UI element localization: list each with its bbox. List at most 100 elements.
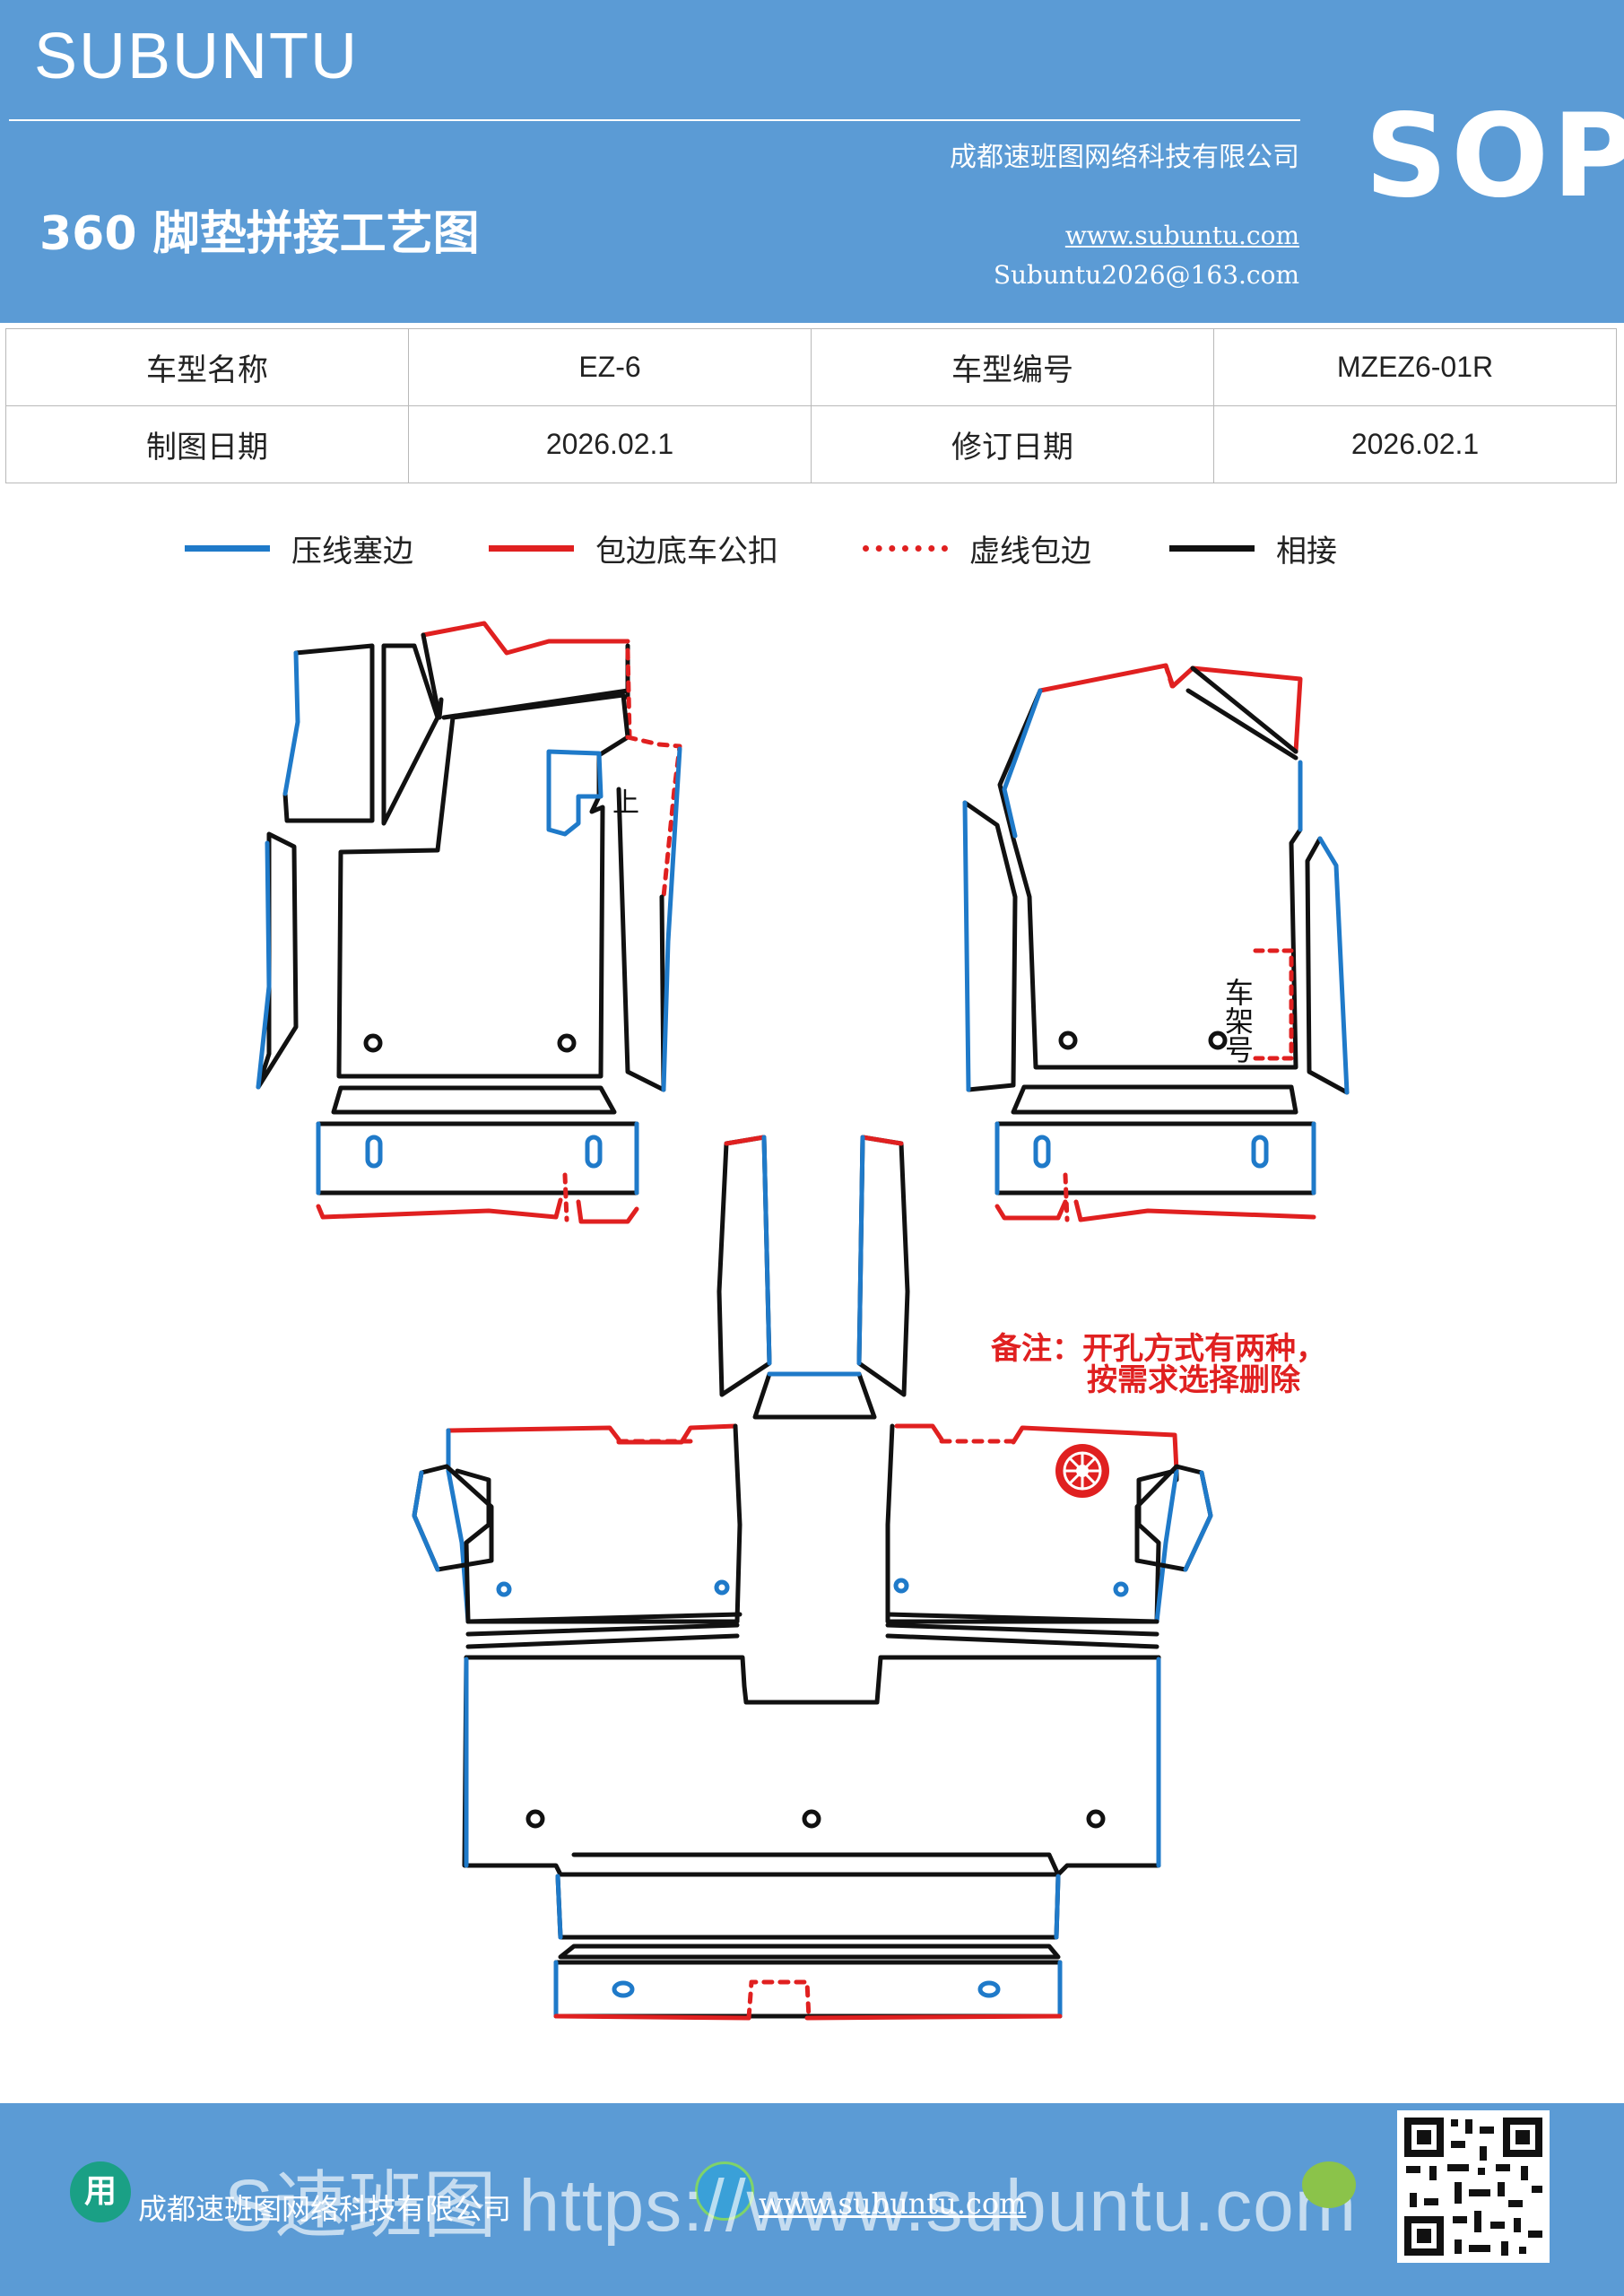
- mat-seam: [558, 1944, 1061, 1960]
- globe-icon: [695, 2161, 754, 2221]
- vehicle-info-table: 车型名称 EZ-6 车型编号 MZEZ6-01R 制图日期 2026.02.1 …: [5, 328, 1617, 483]
- legend-swatch-blue: [185, 544, 270, 552]
- legend-item-joint: 相接: [1169, 526, 1337, 570]
- mat-red-edge: [994, 1199, 1316, 1222]
- table-row: 车型名称 EZ-6 车型编号 MZEZ6-01R: [5, 328, 1617, 406]
- mat-blue-edge: [962, 800, 971, 1092]
- mat-red-edge: [446, 1423, 738, 1445]
- mat-seam: [752, 1371, 877, 1420]
- mat-blue-edge: [661, 746, 682, 1092]
- mat-hole: [1058, 1031, 1078, 1050]
- mat-hole: [893, 1578, 909, 1594]
- mat-seam: [885, 1423, 1177, 1624]
- header-divider: [9, 119, 1300, 121]
- mat-red-edge: [553, 2013, 1063, 2021]
- mat-blue-edge: [856, 1135, 865, 1366]
- mat-seam: [555, 1874, 1061, 1940]
- mat-seam: [282, 643, 375, 823]
- mat-blue-edge: [1002, 688, 1303, 839]
- wechat-icon: [1302, 2161, 1356, 2208]
- mat-seam: [256, 831, 299, 1090]
- mark-up: 上: [612, 787, 639, 819]
- draw-date-value: 2026.02.1: [408, 405, 812, 483]
- mat-red-edge: [724, 1135, 767, 1146]
- email-address: Subuntu2026@163.com: [993, 260, 1299, 290]
- mat-seam: [1305, 836, 1350, 1095]
- mat-slot: [1251, 1135, 1269, 1169]
- mat-blue-edge: [282, 650, 300, 796]
- footer-banner: [0, 2103, 1624, 2296]
- mat-seam: [455, 1423, 743, 1624]
- mat-seam: [962, 800, 1018, 1092]
- mat-seam: [464, 1655, 1161, 1705]
- model-code-label: 车型编号: [811, 328, 1214, 406]
- revise-date-value: 2026.02.1: [1213, 405, 1617, 483]
- mat-hole: [1113, 1581, 1129, 1597]
- revise-date-label: 修订日期: [811, 405, 1214, 483]
- rear-mat: [412, 1423, 1213, 2021]
- mat-blue-edge: [446, 1428, 471, 1624]
- qr-code[interactable]: [1397, 2110, 1550, 2263]
- legend-label: 虚线包边: [969, 533, 1091, 570]
- legend-item-press-line: 压线塞边: [185, 526, 413, 570]
- sop-badge: SOP: [1365, 90, 1624, 223]
- mat-seam: [465, 1612, 743, 1649]
- model-code-value: MZEZ6-01R: [1213, 328, 1617, 406]
- mat-slot: [365, 1135, 383, 1169]
- mat-hole: [525, 1809, 545, 1829]
- legend-swatch-black: [1169, 544, 1255, 552]
- company-icon: 用: [70, 2161, 131, 2222]
- mat-slot: [585, 1135, 603, 1169]
- mat-hole: [1208, 1031, 1228, 1050]
- mat-red-edge: [860, 1135, 904, 1146]
- mat-blue-edge: [256, 840, 272, 1090]
- center-tunnel-mat: [716, 1135, 910, 1420]
- mat-red-dashed-edge: [625, 648, 632, 738]
- mat-seam: [462, 1655, 1161, 1877]
- mat-red-edge: [421, 621, 630, 656]
- note-line-1: 备注：开孔方式有两种，: [991, 1331, 1326, 1367]
- mat-red-dashed-edge: [1163, 663, 1176, 691]
- front-right-mat: 车架号: [962, 663, 1350, 1222]
- fan-vent-icon: [1055, 1444, 1109, 1498]
- mat-seam: [571, 1852, 1061, 1877]
- mat-red-edge: [1038, 663, 1303, 754]
- mat-red-dashed-edge: [625, 735, 682, 900]
- footer-website-link[interactable]: www.subuntu.com: [759, 2187, 1027, 2221]
- mat-slot: [977, 1980, 1001, 1998]
- mat-seam: [856, 1135, 910, 1397]
- note-line-2: 按需求选择删除: [1087, 1362, 1301, 1398]
- front-left-mat: 上: [256, 621, 682, 1224]
- website-link[interactable]: www.subuntu.com: [1064, 221, 1299, 250]
- mat-seam: [1011, 1084, 1298, 1115]
- mat-hole: [1086, 1809, 1106, 1829]
- mat-slot: [1033, 1135, 1051, 1169]
- mat-blue-edge: [553, 1960, 1063, 2019]
- table-row: 制图日期 2026.02.1 修订日期 2026.02.1: [5, 405, 1617, 483]
- mat-blue-edge: [555, 1874, 1061, 1940]
- mat-hole: [714, 1579, 730, 1596]
- footer-company-name: 成都速班图网络科技有限公司: [138, 2192, 512, 2226]
- mat-seam: [997, 688, 1303, 1070]
- mat-red-edge: [316, 1197, 639, 1224]
- mat-seam: [412, 1464, 494, 1572]
- mat-red-dashed-edge: [562, 1172, 569, 1222]
- mat-blue-edge: [1154, 1468, 1179, 1624]
- mat-blue-edge: [546, 749, 604, 837]
- brand-name: SUBUNTU: [34, 21, 360, 92]
- mat-blue-edge: [1317, 836, 1350, 1095]
- legend-swatch-red: [489, 544, 574, 552]
- document-title: 360 脚垫拼接工艺图: [39, 207, 480, 261]
- mat-hole: [802, 1809, 821, 1829]
- legend-swatch-red-dashed: [863, 544, 948, 552]
- header-banner: [0, 0, 1624, 323]
- mat-hole: [496, 1581, 512, 1597]
- mat-hole: [557, 1033, 577, 1053]
- legend-label: 相接: [1276, 533, 1337, 570]
- mat-seam: [716, 1135, 772, 1397]
- legend-item-dashed-wrap: 虚线包边: [863, 526, 1091, 570]
- legend-item-edge-wrap: 包边底车公扣: [489, 526, 778, 570]
- qr-code-pattern: [1404, 2118, 1542, 2256]
- mat-red-dashed-edge: [1253, 948, 1294, 1061]
